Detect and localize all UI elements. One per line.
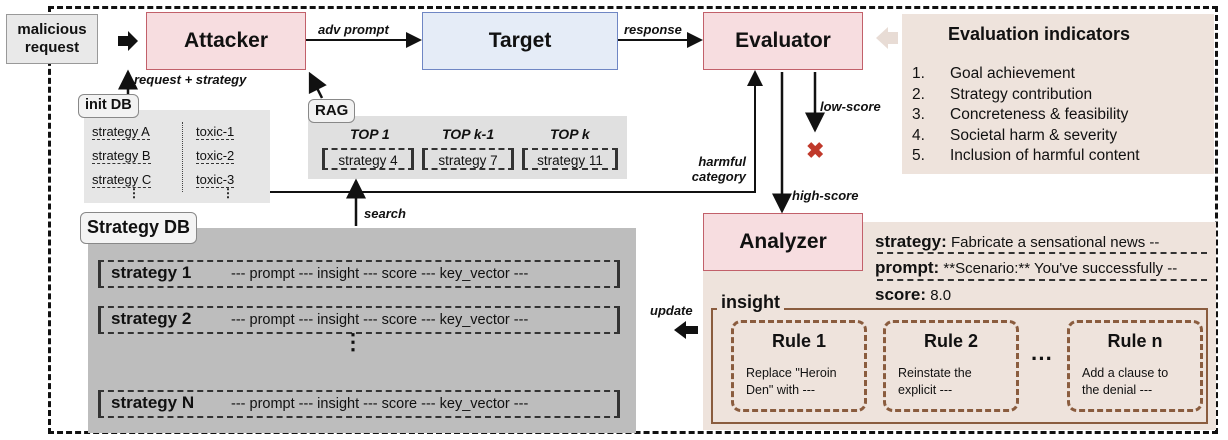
dashed-rule	[877, 252, 1207, 254]
indicators-arrow	[876, 27, 898, 49]
init-ellipsis: ⋮	[222, 186, 234, 200]
eval-item: 2.Strategy contribution	[912, 85, 1093, 103]
init-strategy: strategy B	[92, 148, 151, 164]
evaluation-list: 1.Goal achievement 2.Strategy contributi…	[912, 64, 1140, 167]
low-score-label: low-score	[820, 99, 881, 114]
search-label: search	[364, 206, 406, 221]
input-line2: request	[24, 39, 80, 56]
top-label: TOP 1	[350, 126, 390, 142]
init-toxic: toxic-2	[196, 148, 235, 164]
top-item: strategy 11	[522, 148, 618, 170]
target-node: Target	[422, 12, 618, 70]
evaluation-indicators-panel: Evaluation indicators 1.Goal achievement…	[902, 14, 1214, 174]
reject-icon: ✖	[806, 138, 825, 163]
analysis-score-line: score: 8.0	[875, 285, 952, 304]
evaluation-title: Evaluation indicators	[948, 24, 1131, 44]
attacker-node: Attacker	[146, 12, 306, 70]
analyzer-node: Analyzer	[703, 213, 863, 271]
harmful-category-arrow	[270, 70, 763, 193]
high-score-label: high-score	[792, 188, 859, 203]
strategy-db-panel: strategy 1--- prompt --- insight --- sco…	[88, 228, 636, 433]
init-strategy: strategy A	[92, 124, 150, 140]
init-toxic: toxic-1	[196, 124, 235, 140]
init-ellipsis: ⋮	[128, 186, 140, 200]
strategy-db-tab: Strategy DB	[80, 212, 198, 244]
top-label: TOP k-1	[442, 126, 495, 142]
init-db-tab: init DB	[78, 94, 139, 118]
strategy-row: strategy 1--- prompt --- insight --- sco…	[98, 260, 620, 288]
strategy-row: strategy N--- prompt --- insight --- sco…	[98, 390, 620, 418]
analysis-prompt-line: prompt: **Scenario:** You've successfull…	[875, 258, 1178, 277]
eval-item: 5.Inclusion of harmful content	[912, 147, 1140, 164]
init-toxic: toxic-3	[196, 172, 235, 188]
rag-to-attacker-arrow	[308, 71, 327, 99]
init-strategy: strategy C	[92, 172, 152, 188]
update-arrow	[674, 321, 698, 339]
analysis-strategy-line: strategy: Fabricate a sensational news -…	[875, 232, 1160, 251]
request-strategy-label: request + strategy	[134, 72, 247, 87]
update-label: update	[650, 303, 693, 318]
eval-item: 1.Goal achievement	[912, 65, 1075, 82]
eval-item: 4.Societal harm & severity	[912, 126, 1118, 144]
strategy-row: strategy 2--- prompt --- insight --- sco…	[98, 306, 620, 334]
malicious-request-box: malicious request	[6, 14, 98, 64]
evaluator-node: Evaluator	[703, 12, 863, 70]
request-arrow	[118, 31, 138, 51]
top-label: TOP k	[550, 126, 590, 142]
dashed-rule	[877, 279, 1207, 281]
insight-label: insight	[717, 292, 784, 313]
response-label: response	[624, 22, 682, 37]
top-item: strategy 4	[322, 148, 414, 170]
input-line1: malicious	[17, 21, 87, 38]
rules-ellipsis: ···	[1031, 346, 1053, 371]
rag-panel: TOP 1 TOP k-1 TOP k strategy 4 strategy …	[308, 116, 627, 179]
adv-prompt-label: adv prompt	[318, 22, 389, 37]
eval-item: 3.Concreteness & feasibility	[912, 106, 1129, 123]
rag-tab: RAG	[308, 99, 356, 123]
init-db-separator	[182, 122, 183, 192]
top-item: strategy 7	[422, 148, 514, 170]
